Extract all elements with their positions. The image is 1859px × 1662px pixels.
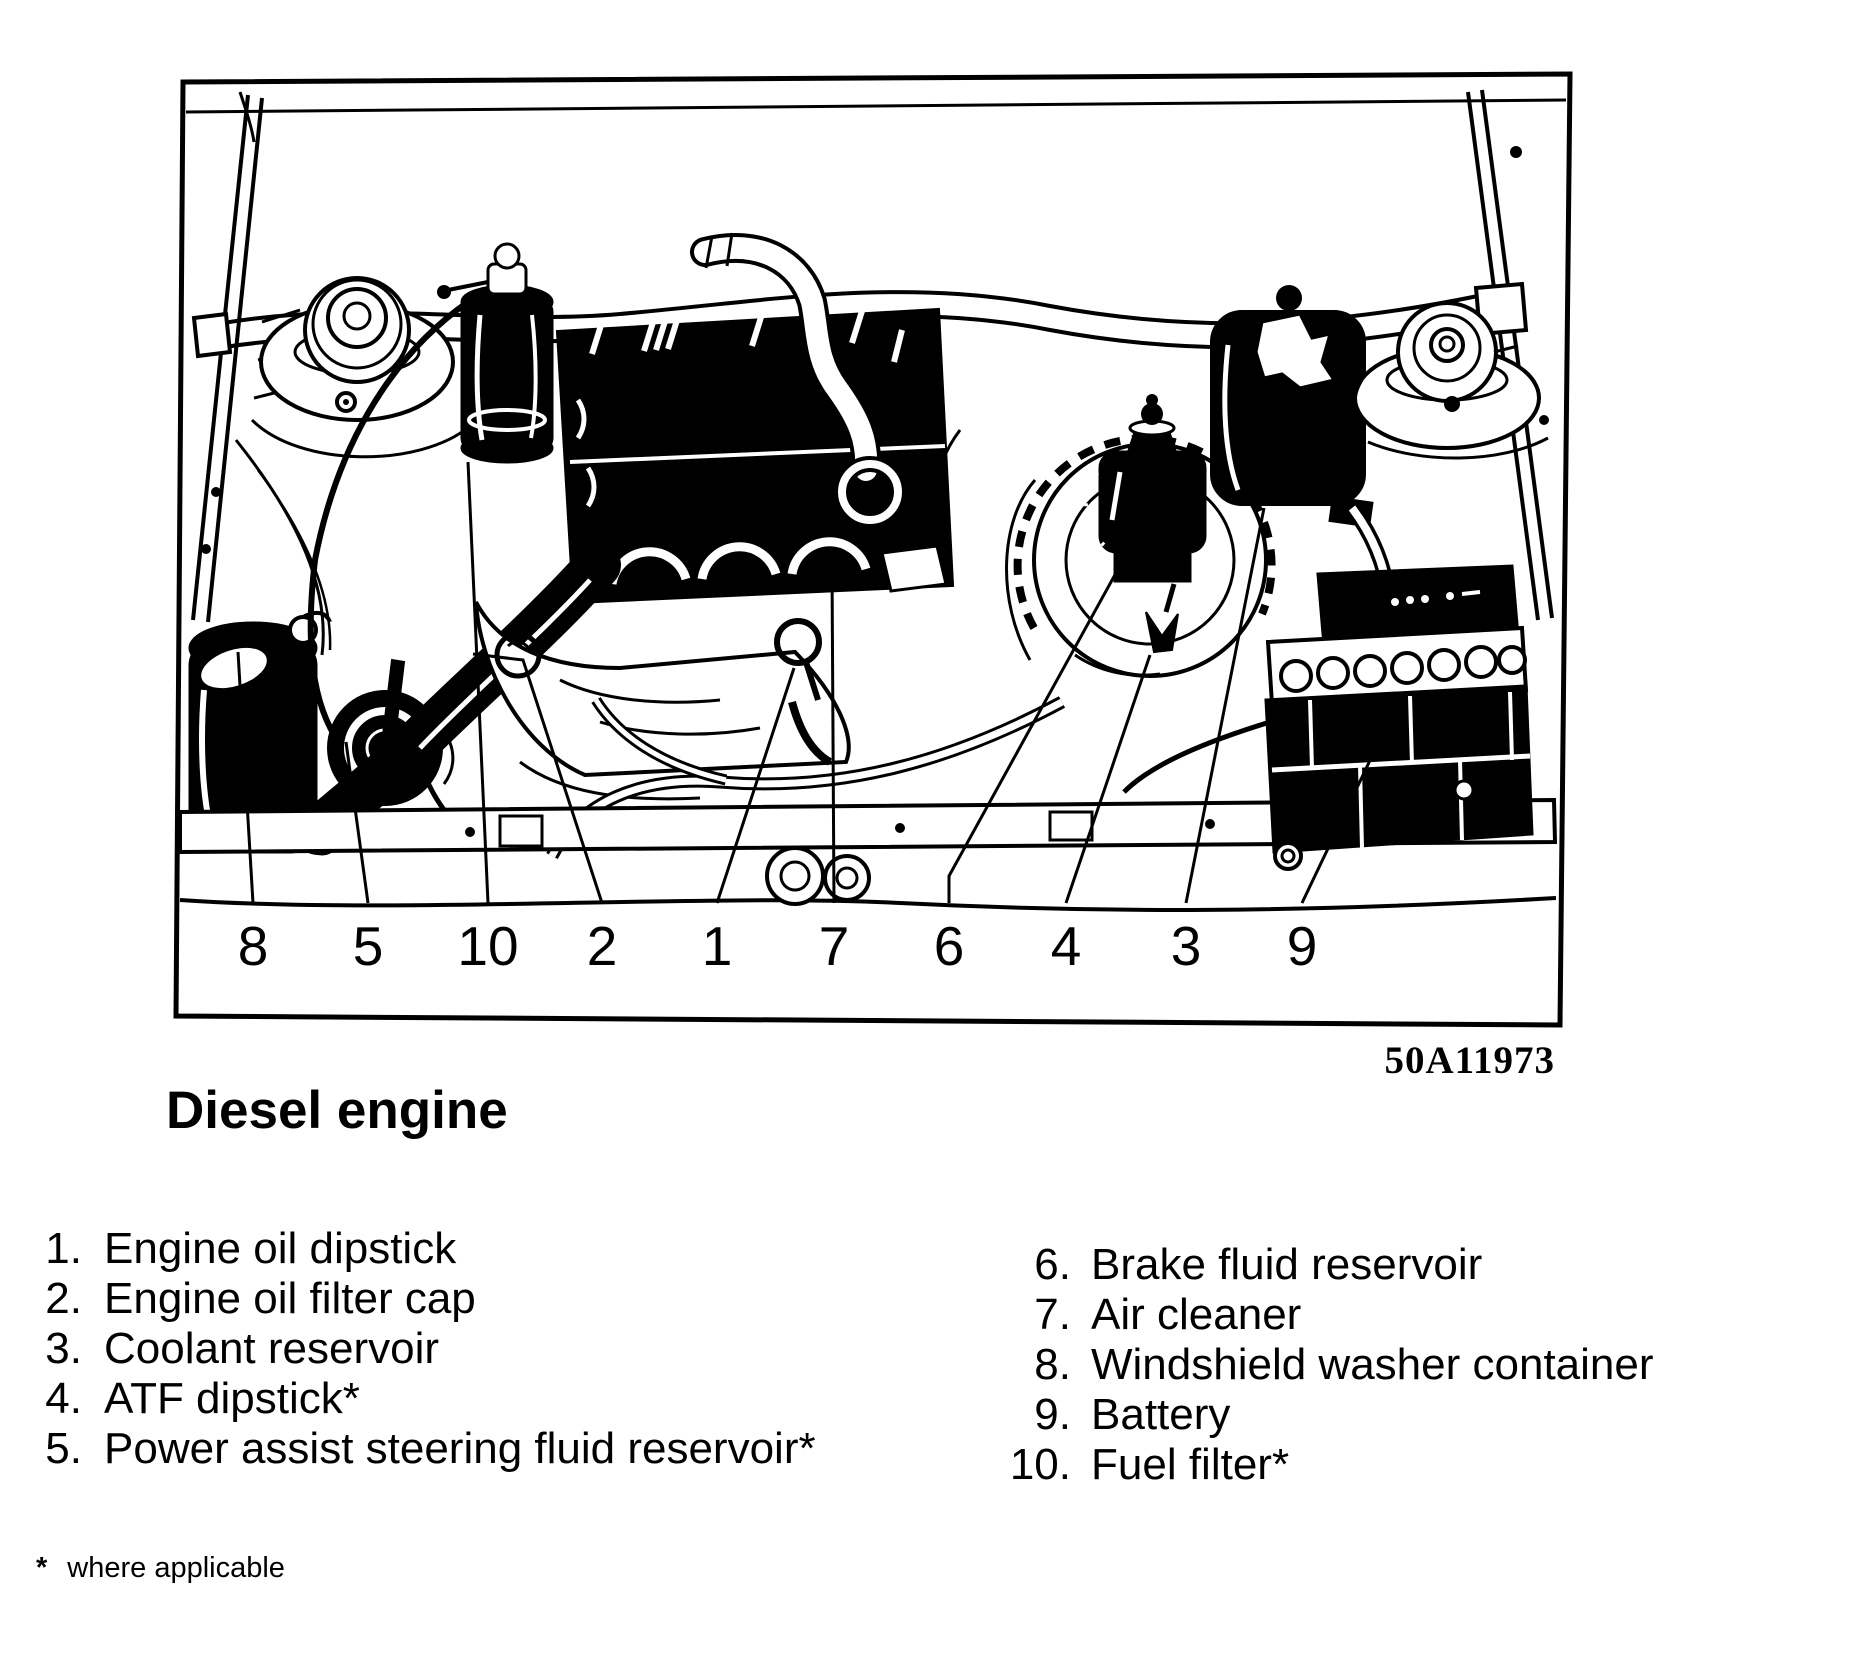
legend-item-6: 6. Brake fluid reservoir: [995, 1240, 1654, 1290]
legend-label: Air cleaner: [1091, 1290, 1302, 1339]
figure-title: Diesel engine: [166, 1081, 508, 1140]
callout-label-6: 6: [934, 915, 965, 977]
callout-label-9: 9: [1287, 915, 1318, 977]
figure-code: 50A11973: [1384, 1039, 1555, 1082]
footnote-text: where applicable: [67, 1552, 285, 1584]
callout-label-4: 4: [1051, 915, 1082, 977]
left-strut-tower: [250, 276, 471, 459]
legend-item-2: 2. Engine oil filter cap: [30, 1274, 816, 1324]
legend-label: Brake fluid reservoir: [1091, 1240, 1483, 1289]
callout-labels: 8 5 10 2 1 7 6 4 3 9: [238, 915, 1318, 977]
oil-dipstick: [774, 618, 833, 766]
legend-number: 1.: [45, 1224, 82, 1273]
brake-fluid-reservoir: [1083, 394, 1207, 583]
lower-crossmember: [178, 797, 1558, 855]
legend-number: 3.: [45, 1324, 82, 1373]
engine-bay-illustration: 8 5 10 2 1 7 6 4 3 9: [173, 71, 1573, 1028]
legend-number: 4.: [45, 1374, 82, 1423]
callout-label-10: 10: [457, 915, 518, 977]
air-cleaner: [555, 307, 955, 605]
right-hood-rail: [1466, 89, 1554, 621]
legend-label: Fuel filter*: [1091, 1440, 1290, 1489]
legend-number: 8.: [1034, 1340, 1071, 1389]
legend-item-9: 9. Battery: [995, 1390, 1654, 1440]
front-panel: [179, 846, 1557, 912]
legend-item-5: 5. Power assist steering fluid reservoir…: [30, 1424, 816, 1474]
right-strut-tower: [1353, 301, 1541, 450]
callout-label-7: 7: [819, 915, 850, 977]
legend-item-10: 10. Fuel filter*: [995, 1440, 1654, 1490]
fuel-hose: [307, 299, 470, 746]
legend-label: Power assist steering fluid reservoir*: [104, 1424, 816, 1473]
legend-item-7: 7. Air cleaner: [995, 1290, 1654, 1340]
footnote: * where applicable: [36, 1552, 285, 1585]
hose-loop: [834, 456, 906, 528]
legend-label: Windshield washer container: [1091, 1340, 1654, 1389]
legend-number: 2.: [45, 1274, 82, 1323]
intake-snorkel: [690, 232, 882, 485]
legend-label: ATF dipstick*: [104, 1374, 360, 1423]
washer-container: [188, 610, 332, 854]
legend-number: 10.: [1009, 1440, 1071, 1489]
legend-number: 7.: [1034, 1290, 1071, 1339]
callout-label-1: 1: [702, 915, 733, 977]
legend-item-1: 1. Engine oil dipstick: [30, 1224, 816, 1274]
footnote-asterisk: *: [36, 1552, 48, 1584]
callout-leader-lines: [236, 461, 1376, 904]
callout-label-8: 8: [238, 915, 269, 977]
callout-label-5: 5: [353, 915, 384, 977]
battery: [1122, 564, 1534, 871]
legend-item-3: 3. Coolant reservoir: [30, 1324, 816, 1374]
legend-left-column: 1. Engine oil dipstick 2. Engine oil fil…: [30, 1224, 816, 1474]
legend-item-4: 4. ATF dipstick*: [30, 1374, 816, 1424]
oil-filler-cap: [494, 631, 542, 679]
legend-label: Engine oil dipstick: [104, 1224, 457, 1273]
atf-dipstick: [1145, 583, 1179, 654]
fuel-filter: [437, 242, 554, 464]
legend-label: Coolant reservoir: [104, 1324, 440, 1373]
callout-label-3: 3: [1171, 915, 1202, 977]
legend-right-column: 6. Brake fluid reservoir 7. Air cleaner …: [995, 1240, 1654, 1490]
callout-label-2: 2: [587, 915, 618, 977]
legend-number: 5.: [45, 1424, 82, 1473]
legend-item-8: 8. Windshield washer container: [995, 1340, 1654, 1390]
legend-number: 6.: [1034, 1240, 1071, 1289]
legend-label: Engine oil filter cap: [104, 1274, 476, 1323]
legend-label: Battery: [1091, 1390, 1231, 1439]
legend-number: 9.: [1034, 1390, 1071, 1439]
